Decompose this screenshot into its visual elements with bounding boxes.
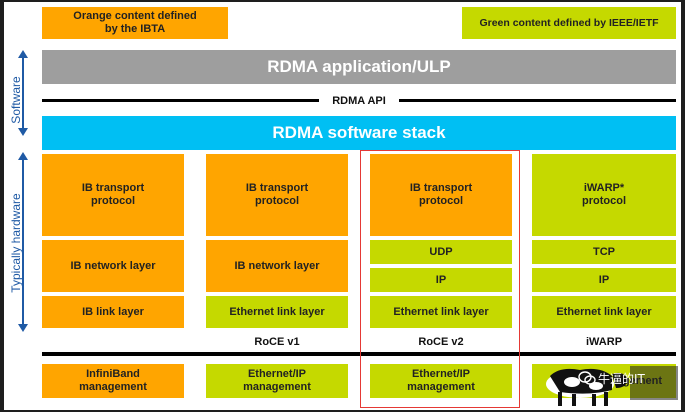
rdma-software-stack-text: RDMA software stack	[272, 123, 446, 142]
software-label: Software	[9, 76, 23, 124]
col1-management: InfiniBand management	[42, 364, 184, 398]
col1-transport: IB transport protocol	[42, 154, 184, 236]
rdma-stack-diagram: Orange content defined by the IBTA Green…	[4, 2, 681, 410]
wechat-icon	[578, 371, 596, 385]
hardware-arrow-icon	[18, 152, 28, 332]
col4-protocol-text: iWARP* protocol	[582, 182, 626, 207]
rdma-application-bar: RDMA application/ULP	[42, 50, 676, 84]
rdma-software-stack-bar: RDMA software stack	[42, 116, 676, 150]
col2-network-text: IB network layer	[234, 259, 320, 272]
col1-link-text: IB link layer	[82, 305, 144, 318]
rdma-api-label: RDMA API	[319, 94, 399, 108]
col1-network-text: IB network layer	[70, 259, 156, 272]
legend-orange-text: Orange content defined by the IBTA	[73, 10, 197, 35]
legend-orange: Orange content defined by the IBTA	[42, 7, 228, 39]
col4-link-text: Ethernet link layer	[556, 305, 652, 318]
col4-link: Ethernet link layer	[532, 296, 676, 328]
col2-network: IB network layer	[206, 240, 348, 292]
col2-management-text: Ethernet/IP management	[243, 368, 311, 393]
rdma-application-text: RDMA application/ULP	[267, 57, 451, 76]
col3-udp: UDP	[370, 240, 512, 264]
col3-transport: IB transport protocol	[370, 154, 512, 236]
col4-protocol: iWARP* protocol	[532, 154, 676, 236]
col3-management-text: Ethernet/IP management	[407, 368, 475, 393]
col4-ip-text: IP	[598, 273, 610, 286]
legend-green-text: Green content defined by IEEE/IETF	[479, 16, 659, 29]
col3-link-text: Ethernet link layer	[393, 305, 489, 318]
col2-name: RoCE v1	[254, 336, 300, 348]
col4-tcp-text: TCP	[593, 245, 615, 258]
management-divider	[42, 352, 676, 356]
col2-link-text: Ethernet link layer	[229, 305, 325, 318]
col2-transport: IB transport protocol	[206, 154, 348, 236]
col3-ip-text: IP	[435, 273, 447, 286]
software-arrow-icon	[18, 50, 28, 136]
col3-transport-text: IB transport protocol	[409, 182, 473, 207]
col4-ip: IP	[532, 268, 676, 292]
col3-udp-text: UDP	[429, 245, 453, 258]
col1-management-text: InfiniBand management	[79, 368, 147, 393]
roce-v2-highlight	[360, 150, 520, 408]
col3-name: RoCE v2	[418, 336, 464, 348]
col2-link: Ethernet link layer	[206, 296, 348, 328]
col1-transport-text: IB transport protocol	[81, 182, 145, 207]
col1-network: IB network layer	[42, 240, 184, 292]
col4-name: iWARP	[585, 336, 623, 348]
col1-link: IB link layer	[42, 296, 184, 328]
col2-management: Ethernet/IP management	[206, 364, 348, 398]
hardware-label: Typically hardware	[9, 193, 23, 293]
col4-tcp: TCP	[532, 240, 676, 264]
watermark-text: 牛逼的IT	[598, 372, 645, 386]
col3-ip: IP	[370, 268, 512, 292]
col2-transport-text: IB transport protocol	[245, 182, 309, 207]
legend-green: Green content defined by IEEE/IETF	[462, 7, 676, 39]
col3-link: Ethernet link layer	[370, 296, 512, 328]
col3-management: Ethernet/IP management	[370, 364, 512, 398]
